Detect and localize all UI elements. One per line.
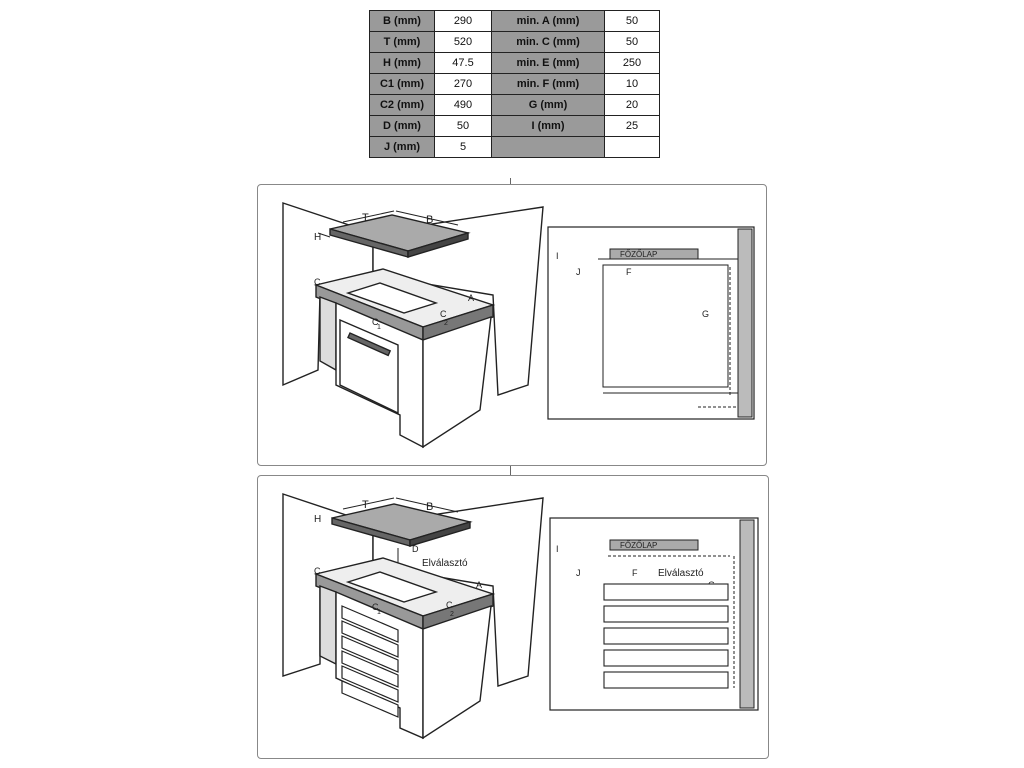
side-separator-label: Elválasztó bbox=[658, 568, 704, 579]
label-C1: C bbox=[372, 602, 379, 612]
airflow-arrows bbox=[608, 264, 736, 408]
param-name-cell: B (mm) bbox=[369, 10, 435, 32]
label-H: H bbox=[314, 232, 321, 243]
param-name-cell: min. A (mm) bbox=[491, 10, 605, 32]
param-value-cell: 290 bbox=[434, 10, 492, 32]
param-value-cell bbox=[604, 136, 660, 158]
oven-body bbox=[602, 264, 729, 388]
label-A: A bbox=[468, 293, 474, 303]
label-separator: Elválasztó bbox=[422, 558, 468, 569]
label-D: D bbox=[412, 544, 419, 554]
side-label-F: F bbox=[626, 267, 632, 277]
param-value-cell: 10 bbox=[604, 73, 660, 95]
center-tick-top bbox=[510, 178, 511, 184]
label-C2-subscript: 2 bbox=[450, 611, 454, 618]
wall-hatch bbox=[737, 228, 753, 418]
param-value-cell: 20 bbox=[604, 94, 660, 116]
param-value-cell: 270 bbox=[434, 73, 492, 95]
param-name-cell: H (mm) bbox=[369, 52, 435, 74]
cooktop-section bbox=[609, 539, 699, 551]
dimension-arrows bbox=[317, 210, 459, 238]
label-T: T bbox=[362, 212, 369, 224]
param-name-cell bbox=[491, 136, 605, 158]
param-value-cell: 25 bbox=[604, 115, 660, 137]
center-tick-middle bbox=[510, 465, 511, 475]
label-C1-subscript: 1 bbox=[377, 324, 381, 331]
side-label-I: I bbox=[556, 544, 559, 554]
side-label-G: G bbox=[702, 309, 709, 319]
param-value-cell: 490 bbox=[434, 94, 492, 116]
param-name-cell: min. C (mm) bbox=[491, 31, 605, 53]
drawer-fronts bbox=[341, 605, 399, 718]
param-name-cell: D (mm) bbox=[369, 115, 435, 137]
cooktop-drawing bbox=[329, 214, 471, 258]
airflow-arrows bbox=[608, 555, 735, 688]
label-C: C bbox=[314, 277, 321, 287]
label-A: A bbox=[476, 580, 482, 590]
label-B: B bbox=[426, 214, 433, 226]
param-value-cell: 50 bbox=[604, 31, 660, 53]
installation-panel-drawers: T B H D Elválasztó C A C 1 C 2 FŐZŐLAP I… bbox=[257, 475, 769, 759]
cooktop-label: FŐZŐLAP bbox=[620, 250, 657, 259]
side-label-F: F bbox=[632, 568, 638, 578]
param-value-cell: 5 bbox=[434, 136, 492, 158]
param-name-cell: G (mm) bbox=[491, 94, 605, 116]
side-label-I: I bbox=[556, 251, 559, 261]
cabinet-drawing bbox=[313, 268, 496, 449]
label-C1-subscript: 1 bbox=[377, 609, 381, 616]
param-name-cell: C2 (mm) bbox=[369, 94, 435, 116]
side-label-J: J bbox=[576, 267, 581, 277]
table-row: J (mm)5 bbox=[369, 136, 660, 158]
param-name-cell: I (mm) bbox=[491, 115, 605, 137]
wall-hatch bbox=[739, 519, 755, 709]
param-name-cell: C1 (mm) bbox=[369, 73, 435, 95]
label-C2: C bbox=[440, 309, 447, 319]
label-C1: C bbox=[372, 317, 379, 327]
param-value-cell: 520 bbox=[434, 31, 492, 53]
param-value-cell: 50 bbox=[434, 115, 492, 137]
param-name-cell: T (mm) bbox=[369, 31, 435, 53]
label-C: C bbox=[314, 566, 321, 576]
installation-panel-oven: T B H C A C 1 C 2 FŐZŐLAP I J F G bbox=[257, 184, 767, 466]
label-H: H bbox=[314, 514, 321, 525]
side-label-J: J bbox=[576, 568, 581, 578]
param-value-cell: 50 bbox=[604, 10, 660, 32]
cooktop-label: FŐZŐLAP bbox=[620, 541, 657, 550]
param-name-cell: min. E (mm) bbox=[491, 52, 605, 74]
param-value-cell: 47.5 bbox=[434, 52, 492, 74]
param-name-cell: min. F (mm) bbox=[491, 73, 605, 95]
param-name-cell: J (mm) bbox=[369, 136, 435, 158]
side-drawers bbox=[603, 583, 729, 689]
installation-diagram-oven: T B H C A C 1 C 2 FŐZŐLAP I J F G bbox=[282, 202, 755, 449]
label-B: B bbox=[426, 501, 433, 513]
cooktop-drawing bbox=[331, 503, 473, 547]
label-T: T bbox=[362, 499, 369, 511]
label-C2: C bbox=[446, 600, 453, 610]
label-C2-subscript: 2 bbox=[444, 320, 448, 327]
param-value-cell: 250 bbox=[604, 52, 660, 74]
installation-diagram-drawers: T B H D Elválasztó C A C 1 C 2 FŐZŐLAP I… bbox=[282, 493, 759, 740]
